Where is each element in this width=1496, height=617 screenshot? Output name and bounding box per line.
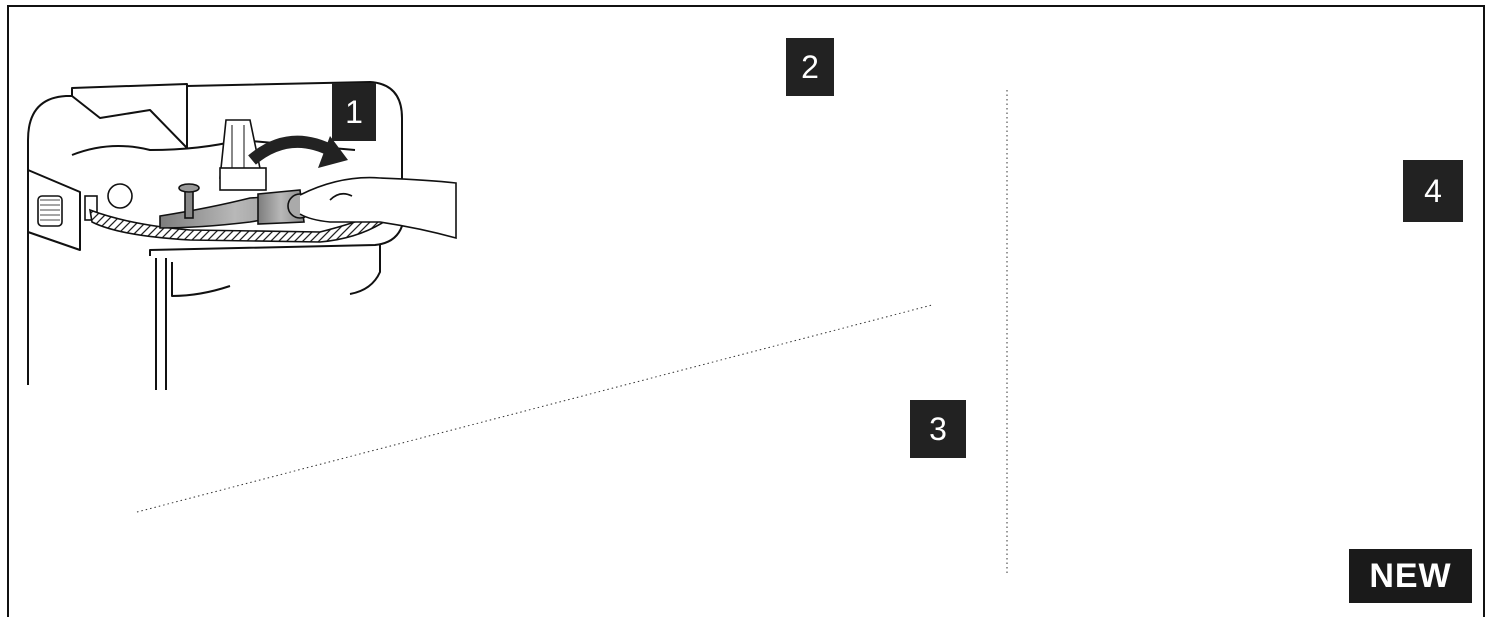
new-badge: NEW xyxy=(1349,549,1472,603)
step-1-number: 1 xyxy=(345,94,363,131)
panel-1-valve xyxy=(38,120,456,242)
step-2-badge: 2 xyxy=(786,38,834,96)
step-3-badge: 3 xyxy=(910,400,966,458)
step-4-badge: 4 xyxy=(1403,160,1463,222)
step-4-number: 4 xyxy=(1424,173,1442,210)
new-badge-label: NEW xyxy=(1369,557,1451,596)
step-1-badge: 1 xyxy=(332,83,376,141)
step-2-number: 2 xyxy=(801,49,819,86)
step-3-number: 3 xyxy=(929,411,947,448)
dotted-separators xyxy=(137,90,1007,575)
